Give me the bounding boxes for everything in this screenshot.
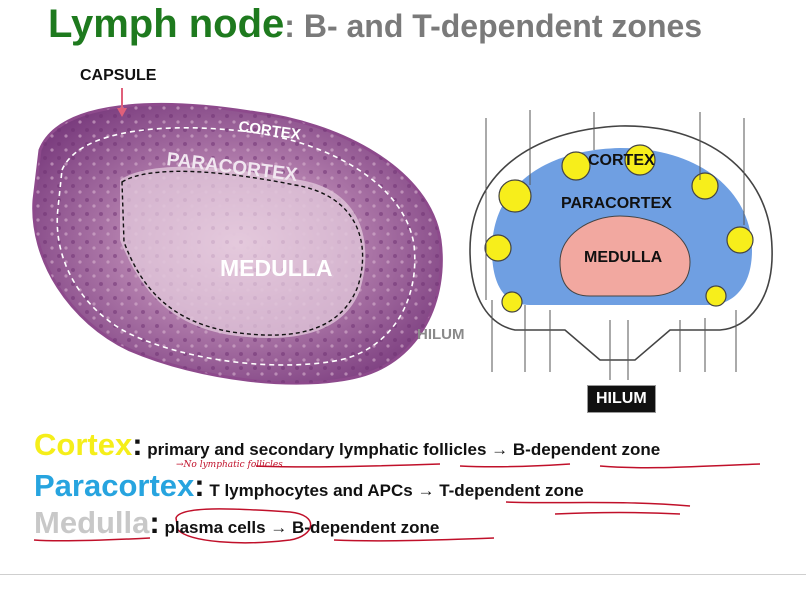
schematic-cortex-label: CORTEX [588, 152, 655, 169]
title-main: Lymph node [48, 2, 285, 46]
slide-title: Lymph node: B- and T-dependent zones [48, 2, 702, 47]
schematic-medulla-label: MEDULLA [584, 249, 663, 266]
legend-desc-medulla: plasma cells → B-dependent zone [159, 518, 440, 537]
legend-key-medulla: Medulla [34, 505, 150, 540]
legend-key-paracortex: Paracortex [34, 468, 195, 503]
histology-medulla-label: MEDULLA [220, 255, 332, 281]
handwritten-underlines [33, 463, 761, 544]
legend-colon-medulla: : [149, 505, 160, 540]
schematic-paracortex-label: PARACORTEX [561, 195, 672, 212]
legend-desc-cortex: primary and secondary lymphatic follicle… [142, 440, 661, 459]
legend-row-medulla: Medulla: plasma cells → B-dependent zone [34, 505, 439, 541]
legend-row-cortex: Cortex: primary and secondary lymphatic … [34, 427, 660, 463]
handwritten-note: →No lymphatic follicles [176, 460, 283, 470]
legend-colon-paracortex: : [194, 468, 205, 503]
legend-key-cortex: Cortex [34, 427, 133, 462]
schematic-node: CORTEX PARACORTEX MEDULLA [469, 110, 773, 380]
histology-hilum-label: HILUM [417, 326, 465, 343]
histology-section: CORTEX PARACORTEX MEDULLA [32, 88, 443, 385]
bottom-divider [0, 574, 806, 575]
legend-colon-cortex: : [132, 427, 143, 462]
capsule-label: CAPSULE [80, 67, 157, 84]
legend-row-paracortex: Paracortex: T lymphocytes and APCs → T-d… [34, 468, 584, 504]
legend-desc-paracortex: T lymphocytes and APCs → T-dependent zon… [204, 481, 584, 500]
title-rest: : B- and T-dependent zones [284, 8, 703, 44]
schematic-hilum-label: HILUM [587, 385, 656, 413]
